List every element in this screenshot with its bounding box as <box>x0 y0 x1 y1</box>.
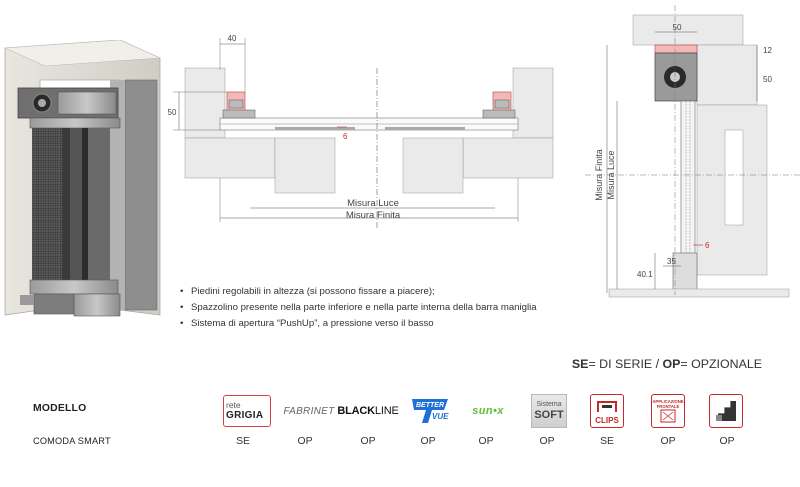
value-rete-grigia: SE <box>236 436 250 447</box>
clips-logo: CLIPS <box>590 394 624 428</box>
value-fabrinet: OP <box>297 436 313 447</box>
misura-luce-vertical-label: Misura Luce <box>606 150 616 199</box>
misura-finita-label: Misura Finita <box>346 210 401 221</box>
table-header-modello: MODELLO <box>33 403 87 414</box>
misura-finita-vertical-label: Misura Finita <box>594 149 604 201</box>
dim-50-label: 50 <box>168 108 177 117</box>
product-section-render <box>4 40 161 317</box>
svg-text:VUE: VUE <box>432 412 449 421</box>
dim-12-label: 12 <box>763 46 772 55</box>
dim-6-label: 6 <box>343 132 348 141</box>
better-vue-logo: BETTER VUE <box>412 399 449 423</box>
value-applicazione-frontale: OP <box>660 436 676 447</box>
option-stair-profile <box>696 392 756 430</box>
horizontal-section-drawing: 40 50 6 Misura Luce Misura Finita <box>168 34 554 230</box>
svg-text:BETTER: BETTER <box>416 402 444 409</box>
value-sistema-soft: OP <box>539 436 555 447</box>
legend-se-code: SE <box>571 357 589 371</box>
option-sistema-soft: Sistema SOFT <box>519 392 579 430</box>
legend-op-text: = OPZIONALE <box>680 357 762 371</box>
feature-item: Piedini regolabili in altezza (si posson… <box>180 284 537 300</box>
value-stair-profile: OP <box>719 436 735 447</box>
option-fabrinet: FABRINET <box>279 392 339 430</box>
dim-6-vertical-label: 6 <box>705 241 710 250</box>
blackline-logo: BLACKLINE <box>337 405 399 417</box>
value-clips: SE <box>600 436 614 447</box>
option-clips: CLIPS <box>577 392 637 430</box>
applicazione-frontale-logo: APPLICAZIONE FRONTALE <box>651 394 685 428</box>
table-model-name: COMODA SMART <box>33 436 111 446</box>
sistema-soft-logo: Sistema SOFT <box>531 394 567 428</box>
clip-bar-icon <box>597 401 617 412</box>
option-sunox: sun•x <box>458 392 518 430</box>
feature-item: Sistema di apertura “PushUp”, a pression… <box>180 316 537 332</box>
option-applicazione-frontale: APPLICAZIONE FRONTALE <box>638 392 698 430</box>
stair-profile-icon <box>716 401 736 421</box>
feature-item: Spazzolino presente nella parte inferior… <box>180 300 537 316</box>
fabrinet-logo: FABRINET <box>283 405 335 417</box>
option-rete-grigia: rete GRIGIA <box>213 392 273 430</box>
feature-list: Piedini regolabili in altezza (si posson… <box>180 284 537 333</box>
front-mount-icon <box>660 409 676 423</box>
option-better-vue: BETTER VUE <box>400 392 460 430</box>
legend: SE= DI SERIE / OP= OPZIONALE <box>572 357 762 371</box>
legend-se-text: = DI SERIE / <box>588 357 663 371</box>
value-sunox: OP <box>478 436 494 447</box>
sunox-logo: sun•x <box>472 405 504 417</box>
dim-50-side-label: 50 <box>763 75 772 84</box>
vertical-section-drawing: 50 12 50 Misura Finita Misura Luce 6 35 … <box>585 5 800 298</box>
option-blackline: BLACKLINE <box>337 392 399 430</box>
value-better-vue: OP <box>420 436 436 447</box>
value-blackline: OP <box>360 436 376 447</box>
dim-35-label: 35 <box>667 257 676 266</box>
misura-luce-label: Misura Luce <box>347 198 399 209</box>
stair-profile-logo <box>709 394 743 428</box>
rete-grigia-logo: rete GRIGIA <box>223 395 271 427</box>
dim-40-1-label: 40.1 <box>637 270 653 279</box>
dim-40-label: 40 <box>228 34 237 43</box>
legend-op-code: OP <box>662 357 681 371</box>
dim-50-top-label: 50 <box>673 23 682 32</box>
